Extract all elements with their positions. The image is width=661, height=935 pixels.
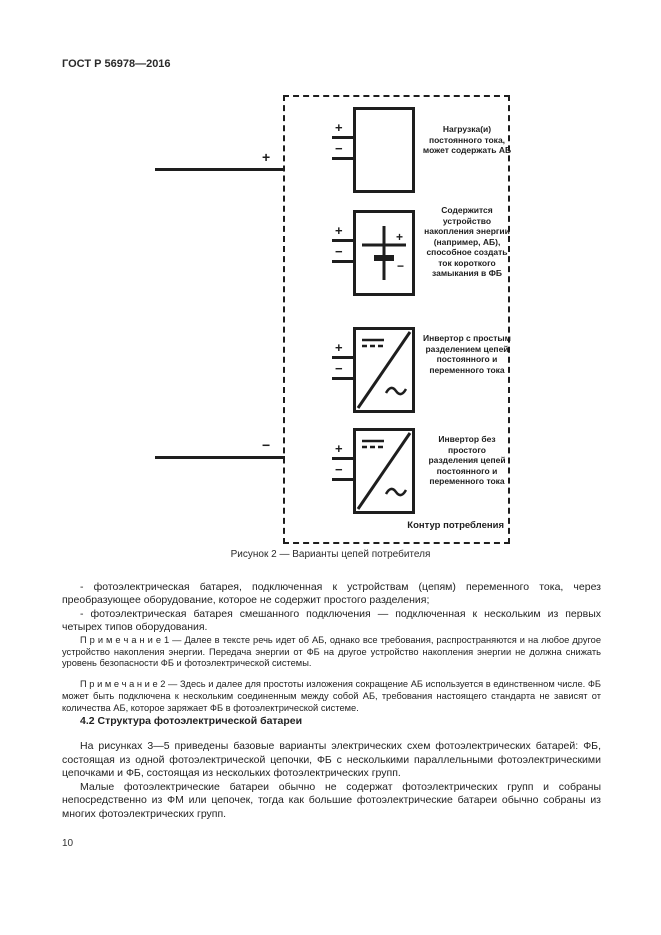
battery-minus-label: − [397,259,404,273]
dc-load-box [353,107,415,193]
plus-terminal-label: + [335,223,343,238]
inverter-icon [356,331,412,409]
paragraph-group: На рисунках 3—5 приведены базовые вариан… [62,740,601,820]
bullet-item: - фотоэлектрическая батарея, подключенна… [62,581,601,607]
bullet-item: - фотоэлектрическая батарея смешанного п… [62,607,601,634]
unit-label: Содержится устройство накопления энергии… [424,205,510,278]
figure-consumer-circuits: + − + − Нагрузка(и) постоянного тока, мо… [155,95,512,560]
plus-terminal-line [332,457,353,460]
dc-symbol-icon [362,338,384,348]
energy-storage-box: + − [353,210,415,296]
minus-terminal-label: − [335,361,343,376]
inverter-icon [356,432,412,510]
feed-minus-label: − [262,437,271,453]
feed-plus-label: + [262,149,271,165]
figure-caption: Рисунок 2 — Варианты цепей потребителя [230,549,431,560]
dc-symbol-icon [362,439,384,449]
unit-label: Нагрузка(и) постоянного тока, может соде… [422,124,512,155]
plus-terminal-label: + [335,120,343,135]
plus-terminal-line [332,239,353,242]
battery-icon: + − [362,226,406,280]
minus-terminal-line [332,377,353,380]
plus-terminal-label: + [335,441,343,456]
paragraph: Малые фотоэлектрические батареи обычно н… [62,780,601,820]
paragraph: На рисунках 3—5 приведены базовые вариан… [62,740,601,780]
note-label: П р и м е ч а н и е 1 [80,634,170,645]
plus-terminal-label: + [335,340,343,355]
plus-terminal-line [332,356,353,359]
note-2: П р и м е ч а н и е 2 — Здесь и далее дл… [62,679,601,715]
consumption-zone-dashed-border [283,95,510,544]
page-number: 10 [62,838,74,849]
note-text: — Далее в тексте речь идет об АБ, однако… [62,634,601,669]
battery-plus-label: + [396,230,403,244]
minus-terminal-label: − [335,462,343,477]
minus-terminal-label: − [335,141,343,156]
note-label: П р и м е ч а н и е 2 [80,679,166,690]
ac-sine-icon [384,386,408,396]
minus-terminal-line [332,260,353,263]
unit-label: Инвертор без простого разделения цепей п… [428,434,506,486]
minus-terminal-label: − [335,244,343,259]
note-1: П р и м е ч а н и е 1 — Далее в тексте р… [62,635,601,671]
minus-terminal-line [332,157,353,160]
dc-minus-feed-line [155,456,285,459]
zone-label: Контур потребления [407,520,504,531]
section-heading: 4.2 Структура фотоэлектрической батареи [80,715,303,728]
plus-terminal-line [332,136,353,139]
inverter-box [353,428,415,514]
minus-terminal-line [332,478,353,481]
inverter-box [353,327,415,413]
ac-sine-icon [384,487,408,497]
note-text: — Здесь и далее для простоты изложения с… [62,679,602,714]
body-text: - фотоэлектрическая батарея, подключенна… [62,581,601,821]
dc-plus-feed-line [155,168,285,171]
document-title: ГОСТ Р 56978—2016 [62,58,171,70]
unit-label: Инвертор с простым разделением цепей пос… [423,333,511,375]
